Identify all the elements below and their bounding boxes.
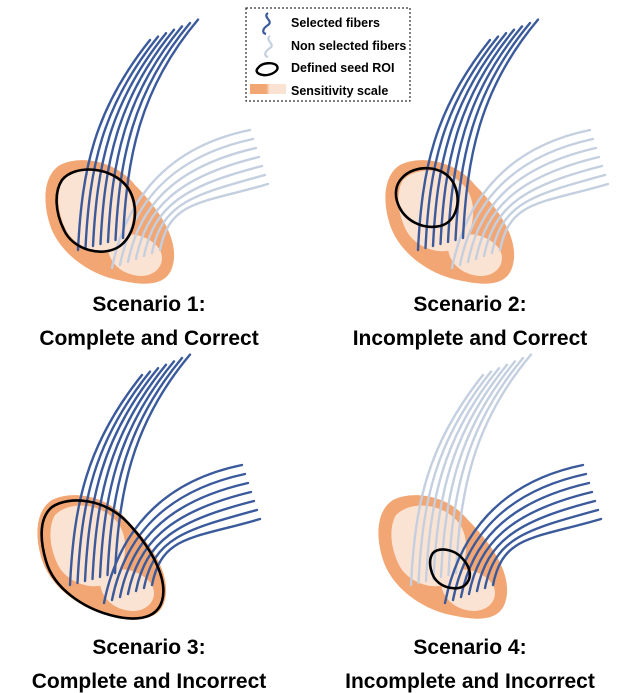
legend-label-selected: Selected fibers (291, 16, 380, 30)
scenario-2-title: Scenario 2: (413, 293, 526, 316)
selected-fiber (493, 519, 601, 585)
legend-label-scale: Sensitivity scale (291, 84, 388, 98)
scenario-4-title: Scenario 4: (413, 636, 526, 659)
scenario-1-subtitle: Complete and Correct (39, 327, 258, 350)
scenario-3-subtitle: Complete and Incorrect (32, 670, 267, 693)
scenario-1-title: Scenario 1: (92, 293, 205, 316)
legend: Selected fibers Non selected fibers Defi… (246, 8, 410, 101)
scenario-3-title: Scenario 3: (92, 636, 205, 659)
nonselected-fiber (500, 184, 608, 250)
scenario-1-panel (45, 20, 268, 284)
scenario-4-panel (378, 355, 601, 619)
scenario-2-subtitle: Incomplete and Correct (353, 327, 588, 350)
selected-fiber (152, 519, 260, 585)
scenario-2-panel (385, 20, 608, 284)
scenario-3-panel (37, 355, 260, 619)
nonselected-fiber (160, 184, 268, 250)
sensitivity-scale-swatch (250, 84, 286, 94)
scenario-4-subtitle: Incomplete and Incorrect (345, 670, 595, 693)
legend-label-nonselected: Non selected fibers (291, 39, 406, 53)
legend-label-roi: Defined seed ROI (291, 61, 395, 75)
